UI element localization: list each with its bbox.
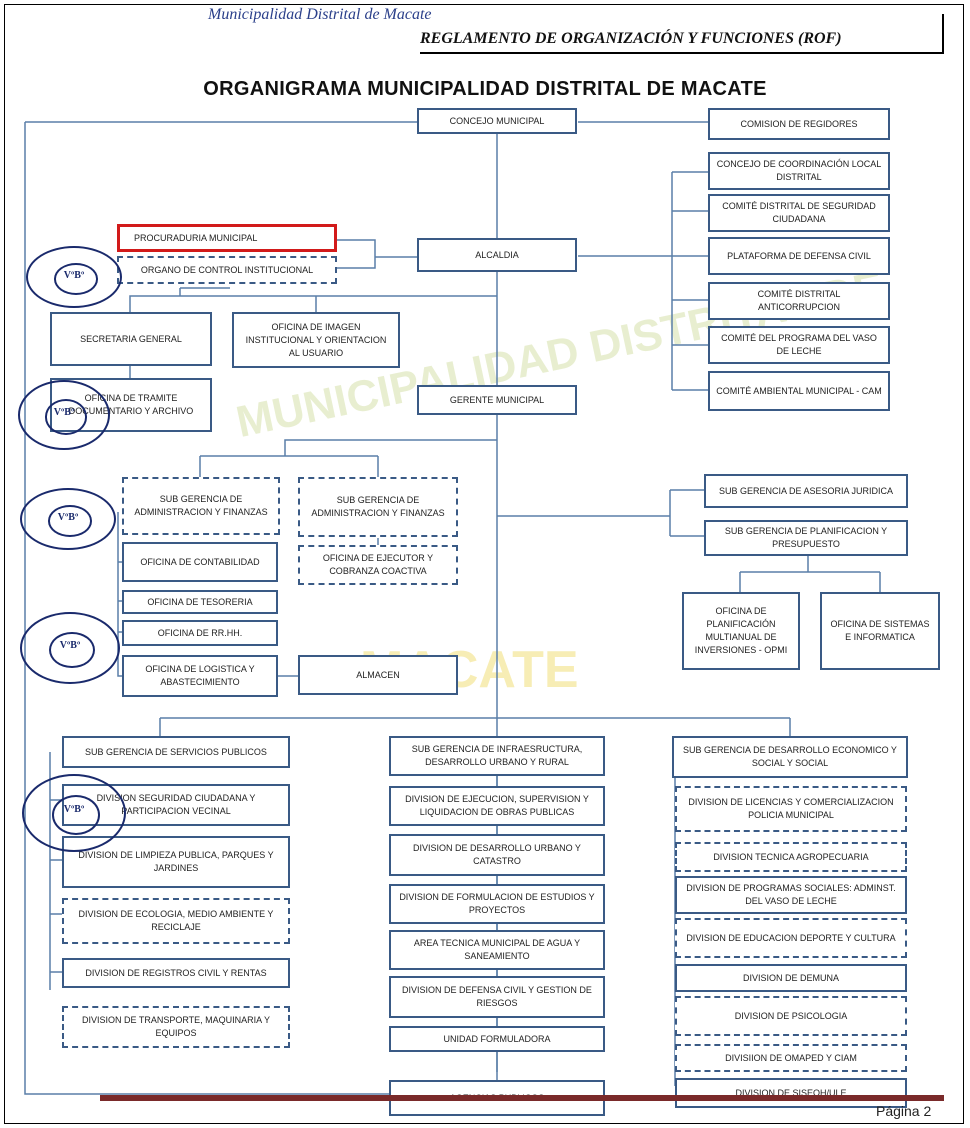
box-educacion-deporte: DIVISION DE EDUCACION DEPORTE Y CULTURA: [675, 918, 907, 958]
page-title: ORGANIGRAMA MUNICIPALIDAD DISTRITAL DE M…: [203, 78, 767, 100]
box-comite-seguridad: COMITÉ DISTRITAL DE SEGURIDAD CIUDADANA: [708, 194, 890, 232]
box-opmi: OFICINA DE PLANIFICACIÓN MULTIANUAL DE I…: [682, 592, 800, 670]
box-almacen: ALMACEN: [298, 655, 458, 695]
box-asesoria-juridica: SUB GERENCIA DE ASESORIA JURIDICA: [704, 474, 908, 508]
header-document: REGLAMENTO DE ORGANIZACIÓN Y FUNCIONES (…: [420, 30, 842, 47]
stamp-asesoria-legal: VºBº: [20, 612, 120, 684]
stamp-secretaria: VºBº: [18, 380, 110, 450]
box-oficina-logistica: OFICINA DE LOGISTICA Y ABASTECIMIENTO: [122, 655, 278, 697]
box-sisfoh-ule: DIVISION DE SISEOH/ULE: [675, 1078, 907, 1108]
box-sg-infraestructura: SUB GERENCIA DE INFRAESRUCTURA, DESARROL…: [389, 736, 605, 776]
page-number: Página 2: [876, 1103, 932, 1119]
stamp-mark: VºBº: [57, 512, 79, 524]
footer-bar: [100, 1095, 944, 1101]
stamp-mark: VºBº: [53, 407, 75, 419]
box-sg-desarrollo-economico: SUB GERENCIA DE DESARROLLO ECONOMICO Y S…: [672, 736, 908, 778]
box-tramite-documentario: OFICINA DE TRAMITE DOCUMENTARIO Y ARCHIV…: [50, 378, 212, 432]
stamp-mark: VºBº: [63, 270, 85, 282]
box-planificacion-presupuesto: SUB GERENCIA DE PLANIFICACION Y PRESUPUE…: [704, 520, 908, 556]
box-programas-sociales: DIVISION DE PROGRAMAS SOCIALES: ADMINST.…: [675, 876, 907, 914]
box-sg-servicios-publicos: SUB GERENCIA DE SERVICIOS PUBLICOS: [62, 736, 290, 768]
box-procuraduria: PROCURADURIA MUNICIPAL: [117, 224, 337, 252]
box-comite-ambiental: COMITÉ AMBIENTAL MUNICIPAL - CAM: [708, 371, 890, 411]
box-formulacion-estudios: DIVISION DE FORMULACION DE ESTUDIOS Y PR…: [389, 884, 605, 924]
box-oficina-ejecutor: OFICINA DE EJECUTOR Y COBRANZA COACTIVA: [298, 545, 458, 585]
page-frame: [4, 4, 964, 1124]
stamp-mark: VºBº: [59, 639, 81, 651]
box-concejo-coordinacion: CONCEJO DE COORDINACIÓN LOCAL DISTRITAL: [708, 152, 890, 190]
box-ejecucion-obras: DIVISION DE EJECUCION, SUPERVISION Y LIQ…: [389, 786, 605, 826]
box-tecnica-agropecuaria: DIVISION TECNICA AGROPECUARIA: [675, 842, 907, 872]
header-rule: [420, 52, 944, 54]
stamp-alcaldia: VºBº: [26, 246, 122, 308]
box-gerente-municipal: GERENTE MUNICIPAL: [417, 385, 577, 415]
box-sg-administracion-1: SUB GERENCIA DE ADMINISTRACION Y FINANZA…: [122, 477, 280, 535]
box-sg-administracion-2: SUB GERENCIA DE ADMINISTRACION Y FINANZA…: [298, 477, 458, 537]
box-plataforma-defensa: PLATAFORMA DE DEFENSA CIVIL: [708, 237, 890, 275]
box-comite-vaso-leche: COMITÉ DEL PROGRAMA DEL VASO DE LECHE: [708, 326, 890, 364]
box-defensa-civil-riesgos: DIVISION DE DEFENSA CIVIL Y GESTION DE R…: [389, 976, 605, 1018]
box-ecologia: DIVISION DE ECOLOGIA, MEDIO AMBIENTE Y R…: [62, 898, 290, 944]
box-transporte: DIVISION DE TRANSPORTE, MAQUINARIA Y EQU…: [62, 1006, 290, 1048]
box-agua-saneamiento: AREA TECNICA MUNICIPAL DE AGUA Y SANEAMI…: [389, 930, 605, 970]
box-oficina-tesoreria: OFICINA DE TESORERIA: [122, 590, 278, 614]
box-comision-regidores: COMISION DE REGIDORES: [708, 108, 890, 140]
box-unidad-formuladora: UNIDAD FORMULADORA: [389, 1026, 605, 1052]
box-demuna: DIVISION DE DEMUNA: [675, 964, 907, 992]
header-municipality: Municipalidad Distrital de Macate: [208, 6, 432, 23]
box-desarrollo-urbano: DIVISION DE DESARROLLO URBANO Y CATASTRO: [389, 834, 605, 876]
box-secretaria-general: SECRETARIA GENERAL: [50, 312, 212, 366]
box-comite-anticorrupcion: COMITÉ DISTRITAL ANTICORRUPCION: [708, 282, 890, 320]
box-concejo-municipal: CONCEJO MUNICIPAL: [417, 108, 577, 134]
box-licencias: DIVISION DE LICENCIAS Y COMERCIALIZACION…: [675, 786, 907, 832]
box-registros-civil: DIVISION DE REGISTROS CIVIL Y RENTAS: [62, 958, 290, 988]
stamp-mark: VºBº: [63, 804, 85, 816]
box-oficina-rrhh: OFICINA DE RR.HH.: [122, 620, 278, 646]
box-oficina-contabilidad: OFICINA DE CONTABILIDAD: [122, 542, 278, 582]
box-psicologia: DIVISION DE PSICOLOGIA: [675, 996, 907, 1036]
box-alcaldia: ALCALDIA: [417, 238, 577, 272]
box-omaped-ciam: DIVISIION DE OMAPED Y CIAM: [675, 1044, 907, 1072]
box-organo-control: ORGANO DE CONTROL INSTITUCIONAL: [117, 256, 337, 284]
header-rule-vertical: [942, 14, 944, 54]
box-oficina-imagen: OFICINA DE IMAGEN INSTITUCIONAL Y ORIENT…: [232, 312, 400, 368]
stamp-signature: VºBº: [22, 774, 126, 852]
stamp-gerencia: VºBº: [20, 488, 116, 550]
box-sistemas-informatica: OFICINA DE SISTEMAS E INFORMATICA: [820, 592, 940, 670]
